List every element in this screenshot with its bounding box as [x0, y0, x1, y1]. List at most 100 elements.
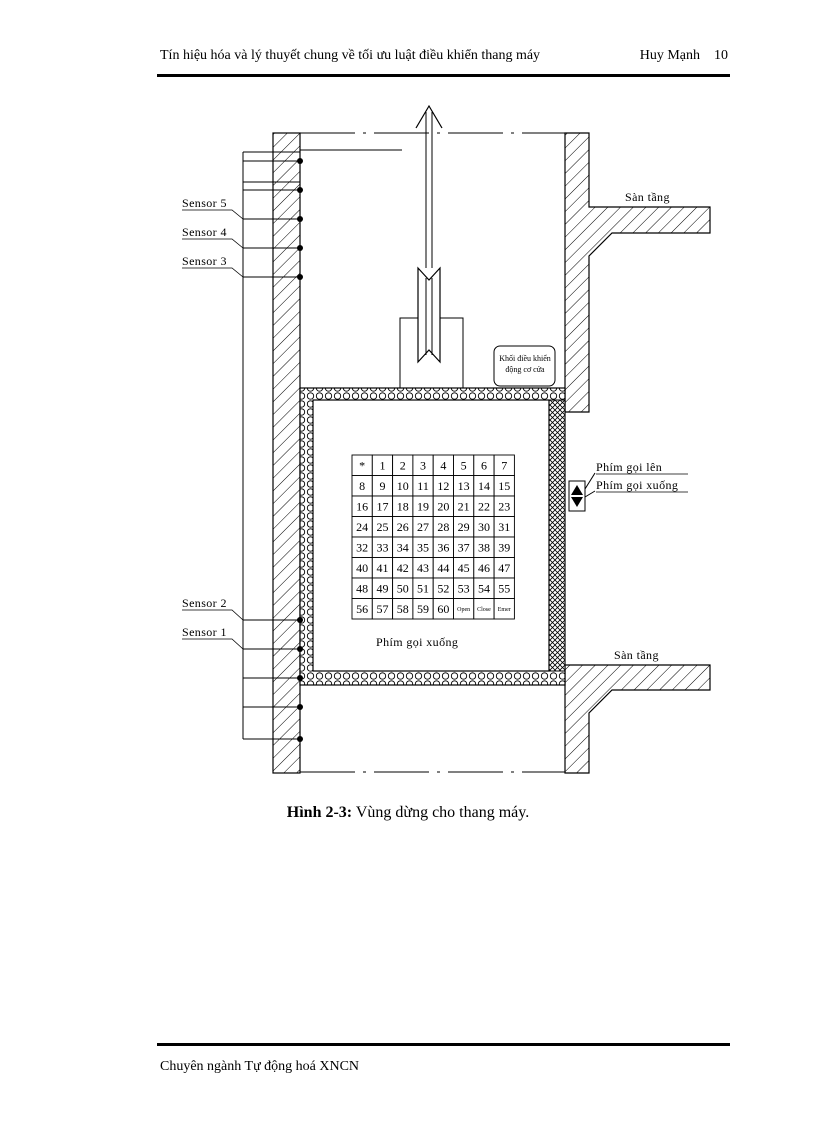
keypad-key-label: 36: [437, 540, 449, 554]
keypad-key-label: 18: [397, 499, 409, 513]
controller-label-line1: Khối điều khiển: [499, 354, 551, 363]
keypad-key-label: Open: [457, 607, 470, 613]
caption-label: Hình 2-3:: [286, 804, 353, 821]
keypad-key-label: Close: [477, 607, 491, 613]
keypad-key-label: 8: [359, 479, 365, 493]
call-up-label: Phím gọi lên: [596, 460, 662, 474]
page-header: Tín hiệu hóa và lý thuyết chung về tối ư…: [157, 48, 730, 70]
footer-rule: [157, 1043, 730, 1046]
sensor-wiring: [242, 151, 300, 740]
hall-call-button: [568, 472, 596, 512]
keypad-key-label: 19: [417, 499, 429, 513]
keypad-key-label: 23: [498, 499, 510, 513]
keypad-key-label: 3: [420, 458, 426, 472]
keypad-key-label: 5: [461, 458, 467, 472]
header-author-page: Huy Mạnh 10: [640, 48, 728, 64]
keypad-key-label: 44: [437, 561, 449, 575]
keypad-key-label: 43: [417, 561, 429, 575]
keypad-key-label: 60: [437, 602, 449, 616]
keypad-key-label: 15: [498, 479, 510, 493]
call-up-arrow-icon: [571, 485, 583, 495]
keypad-key-label: 31: [498, 520, 510, 534]
keypad-key-label: 1: [379, 458, 385, 472]
keypad-key-label: 21: [458, 499, 470, 513]
footer-text: Chuyên ngành Tự động hoá XNCN: [160, 1059, 360, 1074]
keypad-key-label: 28: [437, 520, 449, 534]
cabin-door-strip: [548, 399, 566, 672]
controller-label-line2: động cơ cửa: [505, 365, 545, 374]
keypad-key-label: Emer: [498, 607, 511, 613]
floor-label-top: Sàn tầng: [625, 190, 670, 204]
keypad-key-label: 22: [478, 499, 490, 513]
right-shaft-wall-upper: [564, 132, 711, 413]
keypad-key-label: 32: [356, 540, 368, 554]
cabin-keys-label: Phím gọi xuống: [376, 635, 458, 649]
keypad-key-label: 16: [356, 499, 368, 513]
keypad-key-label: *: [359, 458, 365, 472]
keypad-key-label: 47: [498, 561, 510, 575]
keypad-key-label: 9: [379, 479, 385, 493]
keypad-key-label: 37: [458, 540, 470, 554]
keypad-key-label: 17: [376, 499, 388, 513]
keypad-key-label: 48: [356, 581, 368, 595]
keypad-key-label: 41: [376, 561, 388, 575]
rope-clamp: [399, 266, 464, 388]
figure-caption: Hình 2-3: Vùng dừng cho thang máy.: [0, 804, 816, 822]
keypad-key-label: 49: [376, 581, 388, 595]
call-down-label: Phím gọi xuống: [596, 478, 678, 492]
keypad-key-label: 45: [458, 561, 470, 575]
keypad-key-label: 58: [397, 602, 409, 616]
door-controller-box: [493, 345, 556, 387]
keypad-key-label: 35: [417, 540, 429, 554]
keypad-key-label: 33: [376, 540, 388, 554]
keypad-key-label: 4: [440, 458, 446, 472]
keypad-key-label: 20: [437, 499, 449, 513]
keypad-key-label: 6: [481, 458, 487, 472]
keypad-key-label: 46: [478, 561, 490, 575]
keypad-key-label: 26: [397, 520, 409, 534]
keypad-key-label: 54: [478, 581, 490, 595]
call-down-arrow-icon: [571, 497, 583, 507]
left-shaft-wall: [272, 132, 301, 774]
svg-text:Sensor 2: Sensor 2: [182, 596, 227, 610]
hoist-rope: [300, 104, 443, 268]
keypad-key-label: 12: [437, 479, 449, 493]
right-shaft-wall-lower: [564, 664, 711, 774]
keypad-key-label: 29: [458, 520, 470, 534]
keypad-key-label: 38: [478, 540, 490, 554]
keypad-key-label: 51: [417, 581, 429, 595]
header-title: Tín hiệu hóa và lý thuyết chung về tối ư…: [160, 48, 541, 63]
keypad-key-frame: [493, 598, 515, 620]
keypad-key-label: 25: [376, 520, 388, 534]
keypad-key-label: 11: [417, 479, 429, 493]
keypad-key-label: 34: [397, 540, 409, 554]
keypad-key-label: 24: [356, 520, 368, 534]
keypad-key-label: 56: [356, 602, 368, 616]
keypad-key-label: 14: [478, 479, 490, 493]
keypad-key-label: 2: [400, 458, 406, 472]
keypad-key-label: 30: [478, 520, 490, 534]
sensor-label-2: Sensor 2: [182, 596, 244, 621]
keypad-key-label: 52: [437, 581, 449, 595]
keypad-key-label: 42: [397, 561, 409, 575]
sensor-label-1: Sensor 1: [182, 625, 244, 650]
floor-label-bottom: Sàn tầng: [614, 648, 659, 662]
sensor-points: [297, 158, 303, 742]
keypad-key-label: 7: [501, 458, 507, 472]
keypad-key-label: 59: [417, 602, 429, 616]
svg-text:Sensor 3: Sensor 3: [182, 254, 227, 268]
keypad-key-label: 40: [356, 561, 368, 575]
sensor-label-5: Sensor 5: [182, 196, 244, 220]
svg-text:Sensor 4: Sensor 4: [182, 225, 227, 239]
keypad-key-label: 53: [458, 581, 470, 595]
sensor-label-3: Sensor 3: [182, 254, 244, 278]
page-number: 10: [714, 48, 728, 63]
keypad-key-label: 27: [417, 520, 429, 534]
svg-text:Sensor 5: Sensor 5: [182, 196, 227, 210]
keypad-key-label: 10: [397, 479, 409, 493]
keypad-key-label: 55: [498, 581, 510, 595]
keypad-key-label: 13: [458, 479, 470, 493]
caption-text: Vùng dừng cho thang máy.: [352, 804, 530, 821]
